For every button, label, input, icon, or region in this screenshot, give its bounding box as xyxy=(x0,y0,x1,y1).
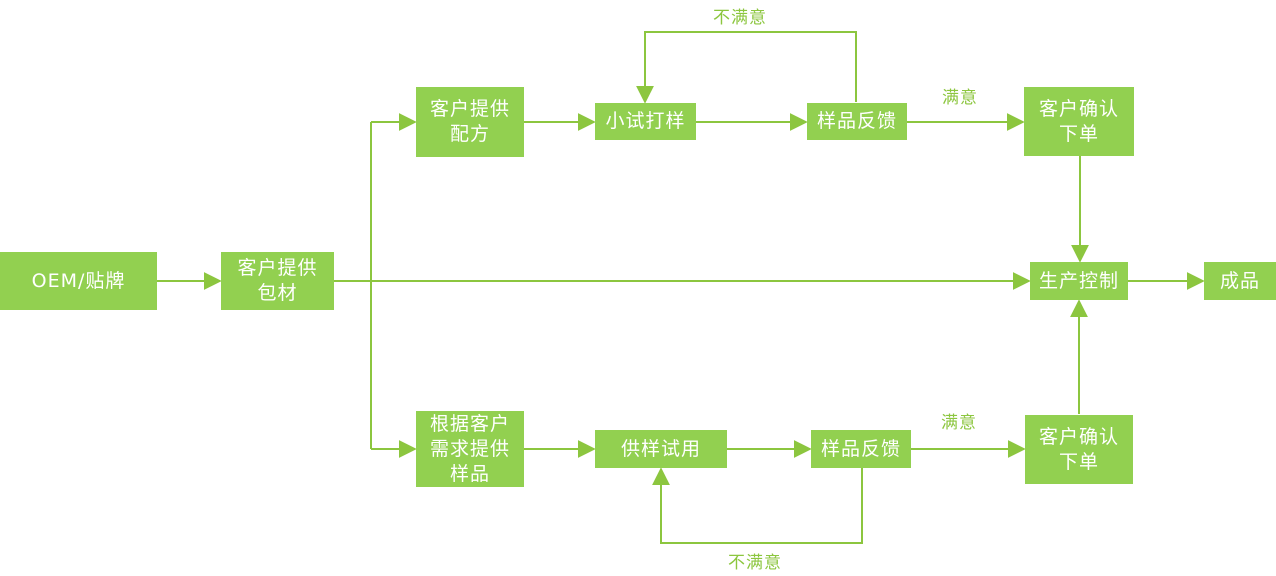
node-feedback-bottom: 样品反馈 xyxy=(811,430,911,468)
node-sample-by-demand: 根据客户 需求提供 样品 xyxy=(416,411,524,487)
label-satisfied-bottom: 满意 xyxy=(941,413,977,433)
label-satisfied-top: 满意 xyxy=(942,88,978,108)
node-oem: OEM/贴牌 xyxy=(0,252,157,310)
node-feedback-top: 样品反馈 xyxy=(807,103,907,140)
node-finished-product: 成品 xyxy=(1204,262,1276,300)
node-confirm-top: 客户确认 下单 xyxy=(1024,87,1134,156)
node-confirm-bottom: 客户确认 下单 xyxy=(1025,415,1133,484)
node-trial-sample: 小试打样 xyxy=(595,103,696,140)
node-trial-use: 供样试用 xyxy=(595,430,727,468)
node-provide-packaging: 客户提供 包材 xyxy=(221,252,334,310)
node-production-control: 生产控制 xyxy=(1030,262,1128,300)
node-provide-formula: 客户提供 配方 xyxy=(416,87,524,157)
label-dissatisfied-top: 不满意 xyxy=(713,8,767,28)
loop-dissatisfied-top xyxy=(636,31,857,104)
loop-dissatisfied-bottom xyxy=(652,467,863,544)
label-dissatisfied-bottom: 不满意 xyxy=(728,553,782,573)
